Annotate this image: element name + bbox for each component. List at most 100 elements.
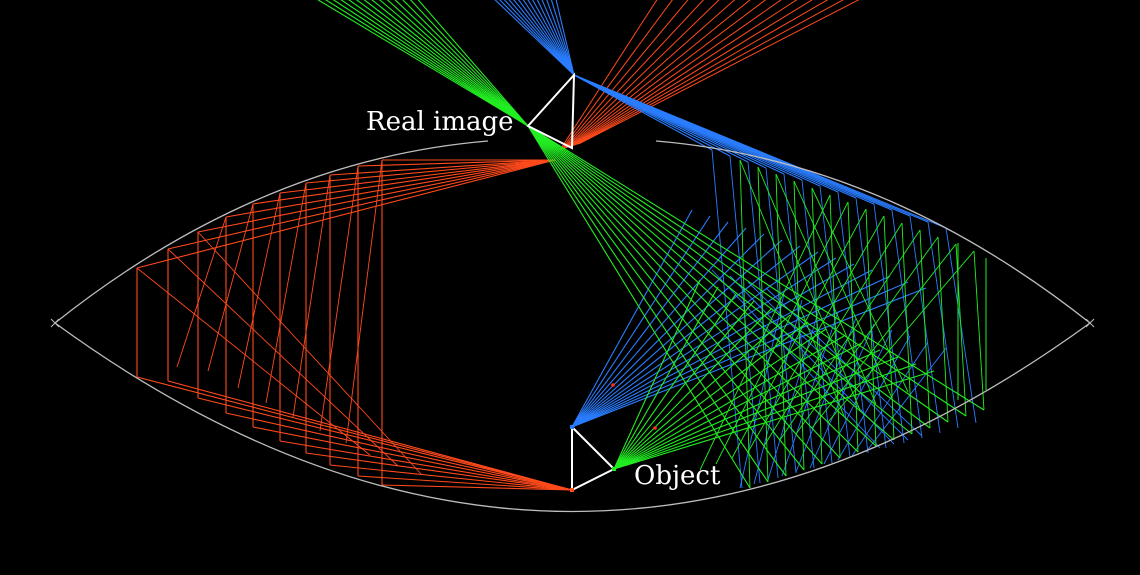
- red-ray-cross-6: [176, 216, 227, 368]
- red-ray-out-13: [579, 0, 860, 144]
- green-ray-cross-13: [811, 187, 909, 393]
- green-ray-vertical-1: [757, 166, 769, 483]
- red-ray-cross-7: [197, 231, 423, 476]
- upper-concave-mirror-left: [54, 140, 489, 324]
- object-triangle: [571, 424, 616, 492]
- blue-ray-source-8: [571, 257, 837, 428]
- green-ray-out-0: [317, 0, 529, 127]
- blue-ray-out-13: [555, 0, 575, 76]
- red-ray-out-10: [574, 0, 813, 146]
- object-label: Object: [634, 461, 721, 491]
- green-ray-source-10: [613, 349, 881, 470]
- red-ray-source-2: [329, 464, 573, 491]
- red-ray-source-7: [197, 397, 573, 491]
- blue-ray-cross-6: [823, 329, 893, 465]
- object-vertex-blue: [570, 425, 574, 429]
- blue-ray-out-3: [508, 0, 575, 76]
- green-ray-vertical-9: [901, 222, 913, 435]
- red-ray-out-3: [564, 0, 705, 149]
- green-ray-cross-3: [747, 215, 885, 453]
- red-ray-cross-5: [207, 203, 254, 372]
- real-image-triangle: [526, 72, 576, 150]
- green-ray-cross-9: [739, 159, 845, 417]
- green-ray-source-9: [613, 342, 863, 470]
- focus-marker-2: [653, 426, 657, 430]
- green-ray-fan: [317, 0, 987, 489]
- red-ray-cross-3: [265, 182, 307, 404]
- green-ray-to-image-7: [527, 125, 877, 447]
- green-ray-out-3: [340, 0, 529, 127]
- blue-ray-out-0: [494, 0, 575, 76]
- red-ray-reflect-8: [167, 159, 556, 250]
- blue-ray-out-10: [541, 0, 575, 76]
- blue-ray-source-13: [571, 287, 927, 428]
- red-ray-reflect-2: [329, 159, 556, 176]
- blue-ray-cross-8: [851, 341, 929, 457]
- red-ray-out-12: [577, 0, 844, 145]
- blue-ray-source-11: [571, 275, 891, 428]
- green-ray-to-image-1: [527, 125, 769, 483]
- blue-ray-source-0: [571, 209, 693, 428]
- green-ray-to-image-8: [527, 125, 895, 441]
- red-ray-source-6: [225, 412, 573, 491]
- green-ray-cross-10: [757, 166, 861, 411]
- green-ray-cross-11: [775, 173, 877, 405]
- green-ray-source-0: [613, 279, 701, 470]
- green-ray-source-8: [613, 335, 845, 470]
- green-ray-to-image-6: [527, 125, 859, 453]
- blue-ray-out-8: [532, 0, 575, 76]
- red-ray-cross-1: [319, 165, 359, 432]
- blue-ray-out-4: [513, 0, 575, 76]
- green-ray-out-13: [417, 0, 529, 127]
- red-ray-out-9: [573, 0, 798, 146]
- red-ray-out-8: [571, 0, 782, 147]
- red-ray-cross-8: [167, 248, 399, 467]
- red-ray-reflect-9: [136, 159, 556, 269]
- red-ray-out-11: [576, 0, 829, 145]
- green-ray-cross-0: [699, 194, 831, 471]
- blue-ray-source-3: [571, 227, 747, 428]
- green-ray-out-4: [348, 0, 529, 127]
- green-ray-vertical-10: [919, 229, 931, 429]
- green-ray-vertical-3: [793, 180, 805, 471]
- red-ray-cross-4: [237, 192, 281, 389]
- real-image-label: Real image: [366, 107, 514, 137]
- green-ray-to-image-4: [527, 125, 823, 465]
- red-ray-fan: [136, 0, 860, 491]
- red-ray-reflect-3: [305, 159, 556, 184]
- blue-ray-source-9: [571, 263, 855, 428]
- red-ray-reflect-7: [197, 159, 556, 233]
- green-ray-out-9: [386, 0, 529, 127]
- blue-ray-out-2: [503, 0, 575, 76]
- green-ray-source-4: [613, 307, 773, 470]
- blue-ray-out-12: [550, 0, 575, 76]
- blue-ray-source-1: [571, 215, 711, 428]
- green-ray-vertical-6: [847, 201, 859, 453]
- green-ray-cross-4: [763, 222, 903, 447]
- red-ray-out-0: [559, 0, 658, 151]
- green-ray-source-2: [613, 293, 737, 470]
- object-vertex-red: [570, 488, 574, 492]
- red-ray-cross-2: [292, 174, 331, 418]
- green-ray-vertical-11: [937, 236, 949, 423]
- lower-concave-mirror: [54, 322, 1091, 512]
- red-ray-source-4: [279, 440, 573, 491]
- blue-ray-reflect-13: [573, 74, 947, 229]
- green-ray-to-image-5: [527, 125, 841, 459]
- red-ray-source-0: [381, 484, 573, 491]
- green-ray-out-10: [394, 0, 529, 127]
- green-ray-cross-8: [827, 250, 975, 423]
- blue-ray-cross-12: [747, 281, 909, 441]
- red-ray-out-6: [568, 0, 751, 148]
- blue-ray-out-9: [536, 0, 575, 76]
- blue-ray-out-7: [527, 0, 575, 76]
- green-ray-vertical-13: [973, 250, 985, 411]
- red-ray-out-7: [570, 0, 767, 147]
- green-ray-source-1: [613, 286, 719, 470]
- red-ray-out-5: [567, 0, 736, 148]
- focus-marker-1: [611, 383, 615, 387]
- red-ray-source-9: [136, 376, 573, 491]
- green-ray-to-image-0: [527, 125, 751, 489]
- green-ray-out-8: [379, 0, 529, 127]
- blue-ray-out-5: [518, 0, 575, 76]
